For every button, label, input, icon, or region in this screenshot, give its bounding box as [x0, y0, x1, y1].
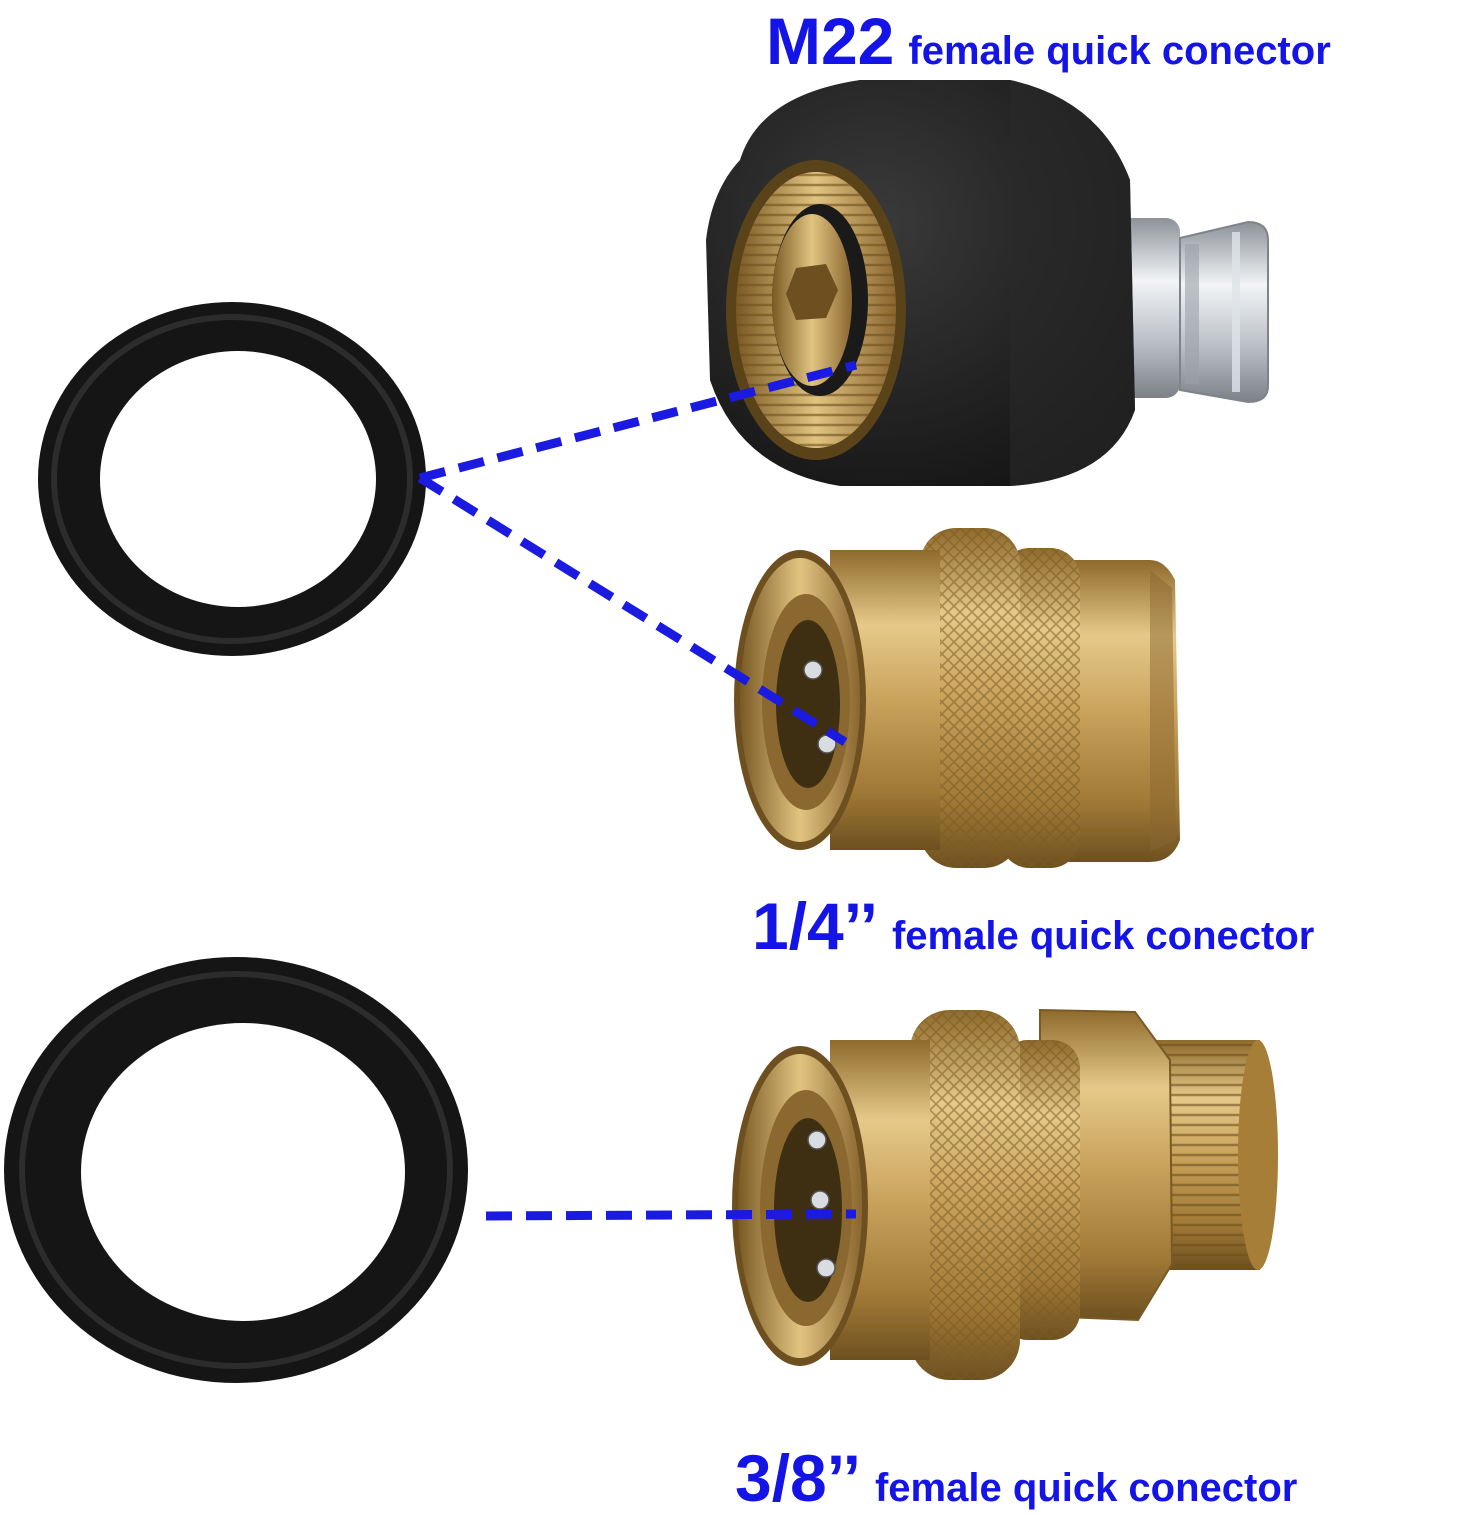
three-eighth-inch-size-label: 3/8’’ [735, 1441, 861, 1515]
guide-line-m22 [418, 360, 858, 483]
oring-large [4, 957, 468, 1383]
quarter-inch-description: female quick conector [891, 914, 1315, 958]
m22-coupler [706, 80, 1269, 486]
oring-small [38, 302, 426, 656]
three-eighth-inch-coupler [732, 1008, 1278, 1380]
guide-line-threeeighth [485, 1209, 857, 1221]
m22-description: female quick conector [908, 29, 1331, 73]
quarter-inch-size-label: 1/4’’ [752, 889, 878, 963]
quarter-inch-coupler [734, 528, 1180, 868]
guide-lines [417, 360, 858, 1221]
guide-line-quarter [417, 474, 848, 746]
three-eighth-inch-description: female quick conector [874, 1466, 1298, 1510]
m22-size-label: M22 [766, 4, 895, 78]
three-eighth-inch-label: 3/8’’female quick conector [735, 1445, 1297, 1511]
quarter-inch-label: 1/4’’female quick conector [752, 893, 1314, 959]
